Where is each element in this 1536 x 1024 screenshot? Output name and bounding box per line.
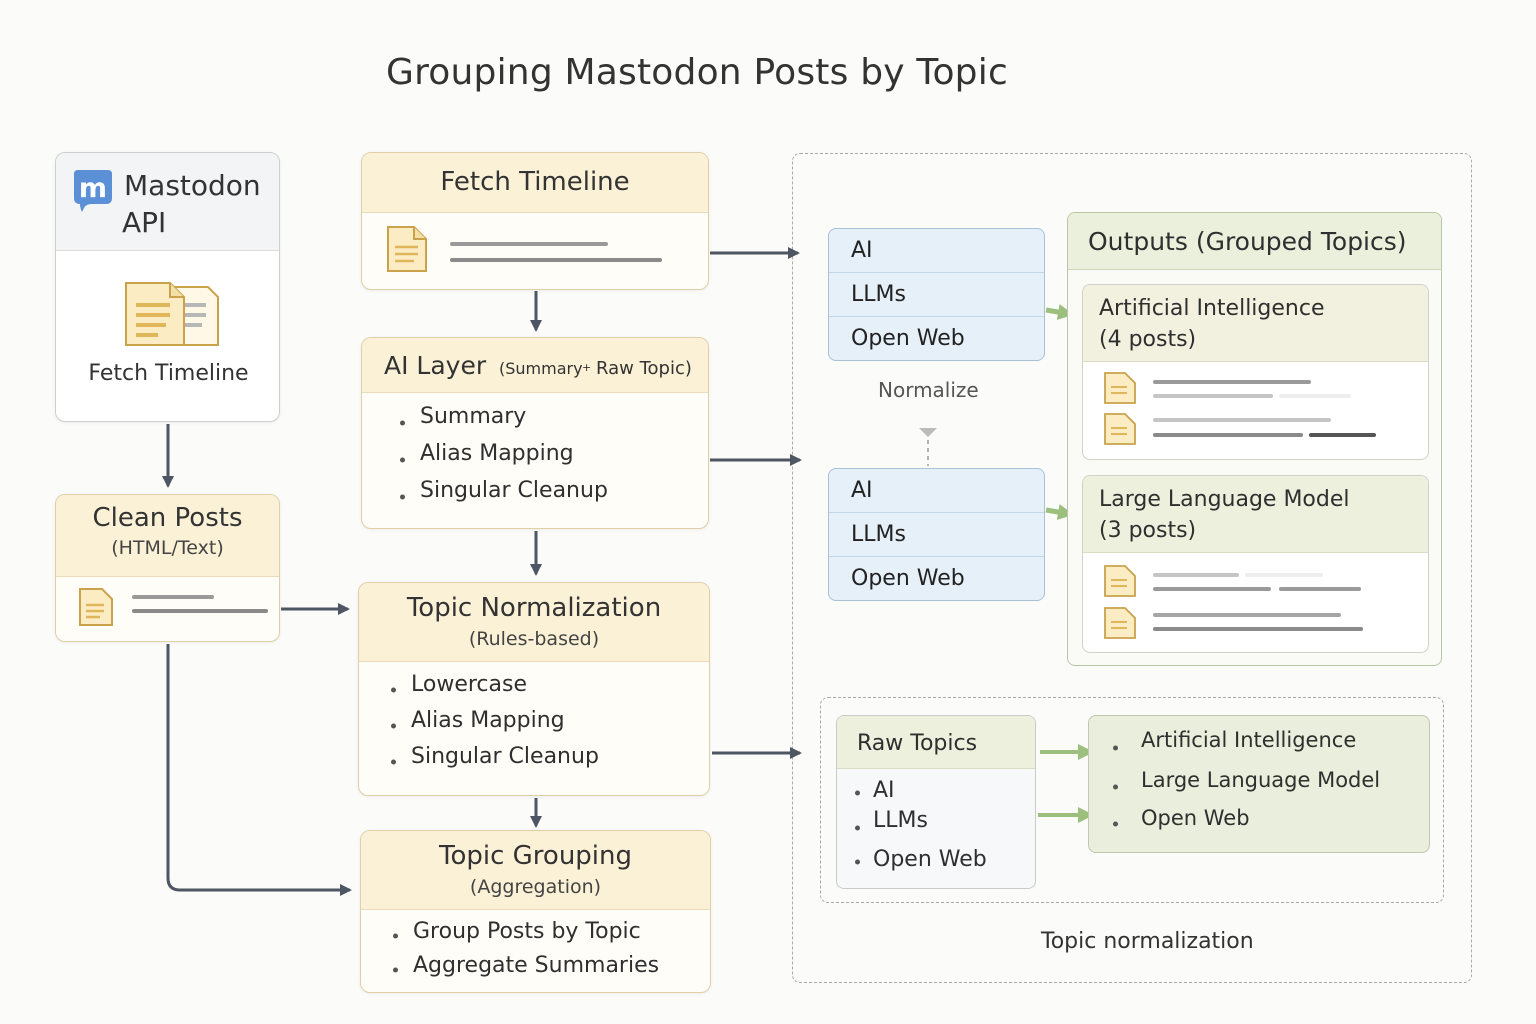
document-icon bbox=[1104, 607, 1136, 639]
list-item: AI bbox=[851, 778, 987, 808]
text-line bbox=[1153, 380, 1311, 384]
output-group-card: Artificial Intelligence (4 posts) bbox=[1082, 284, 1429, 460]
text-line bbox=[1153, 418, 1331, 422]
list-item: Group Posts by Topic bbox=[389, 919, 659, 953]
source-name: Mastodon bbox=[124, 169, 261, 202]
source-name-api: API bbox=[122, 206, 167, 239]
text-line bbox=[132, 595, 214, 599]
diagram-title: Grouping Mastodon Posts by Topic bbox=[386, 52, 1008, 93]
list-item: Open Web bbox=[851, 847, 987, 877]
list-item: Artificial Intelligence bbox=[1109, 728, 1380, 768]
ai-layer-box: AI Layer (Summary + Raw Topic) Summary A… bbox=[361, 337, 709, 529]
output-group-name: Artificial Intelligence bbox=[1099, 296, 1325, 321]
list-item: Open Web bbox=[1109, 806, 1380, 842]
raw-topic-item: AI bbox=[829, 469, 1044, 513]
raw-topic-item: LLMs bbox=[829, 273, 1044, 317]
mastodon-api-box: m Mastodon API Fetch Timeline bbox=[55, 152, 280, 422]
raw-topic-item: Open Web bbox=[851, 566, 965, 591]
list-item: Aggregate Summaries bbox=[389, 953, 659, 987]
text-line bbox=[1245, 573, 1323, 577]
text-line bbox=[450, 258, 662, 262]
list-item: Singular Cleanup bbox=[387, 744, 599, 780]
topic-grouping-title: Topic Grouping bbox=[438, 841, 633, 871]
document-icon bbox=[387, 226, 427, 272]
text-line bbox=[1309, 433, 1376, 437]
list-item: Lowercase bbox=[387, 672, 599, 708]
list-item: Alias Mapping bbox=[387, 708, 599, 744]
text-line bbox=[1153, 573, 1239, 577]
text-line bbox=[132, 609, 268, 613]
text-line bbox=[1153, 613, 1341, 617]
output-group-count: (3 posts) bbox=[1099, 518, 1197, 543]
panel-caption: Topic normalization bbox=[1041, 929, 1254, 954]
arrow-clean-to-grouping bbox=[166, 644, 352, 896]
topic-grouping-box: Topic Grouping (Aggregation) Group Posts… bbox=[360, 830, 711, 993]
normalized-topics-box: Artificial Intelligence Large Language M… bbox=[1088, 715, 1430, 853]
text-line bbox=[1153, 433, 1303, 437]
clean-posts-title: Clean Posts bbox=[92, 503, 243, 533]
output-group-card: Large Language Model (3 posts) bbox=[1082, 475, 1429, 653]
output-group-name: Large Language Model bbox=[1099, 487, 1350, 512]
list-item: Alias Mapping bbox=[396, 441, 608, 478]
topic-grouping-subtitle: (Aggregation) bbox=[469, 876, 602, 898]
raw-topic-item: AI bbox=[829, 229, 1044, 273]
fetch-timeline-box: Fetch Timeline bbox=[361, 152, 709, 290]
list-item: Singular Cleanup bbox=[396, 478, 608, 515]
topic-normalization-box: Topic Normalization (Rules-based) Lowerc… bbox=[358, 582, 710, 796]
source-caption: Fetch Timeline bbox=[88, 361, 249, 386]
text-line bbox=[1279, 587, 1361, 591]
document-icon bbox=[1104, 565, 1136, 597]
document-icon bbox=[1104, 413, 1136, 445]
clean-posts-subtitle: (HTML/Text) bbox=[111, 537, 224, 559]
svg-text:m: m bbox=[79, 173, 107, 204]
ai-layer-title: AI Layer bbox=[384, 351, 487, 380]
document-icon bbox=[79, 588, 113, 626]
outputs-title: Outputs (Grouped Topics) bbox=[1068, 213, 1441, 270]
ai-layer-subtitle-b: Raw Topic) bbox=[596, 358, 692, 379]
list-item: Summary bbox=[396, 404, 608, 441]
topic-panel bbox=[792, 153, 1472, 983]
raw-topic-item: LLMs bbox=[829, 513, 1044, 557]
text-line bbox=[450, 242, 608, 246]
raw-topic-item: Open Web bbox=[851, 326, 965, 351]
topic-normalization-subtitle: (Rules-based) bbox=[468, 628, 600, 650]
normalized-topics-list: Artificial Intelligence Large Language M… bbox=[1109, 728, 1380, 842]
topic-normalization-list: Lowercase Alias Mapping Singular Cleanup bbox=[387, 672, 599, 780]
output-group-count: (4 posts) bbox=[1099, 327, 1197, 352]
normalize-label: Normalize bbox=[878, 378, 979, 402]
text-line bbox=[1279, 394, 1351, 398]
documents-icon bbox=[125, 282, 219, 346]
ai-layer-list: Summary Alias Mapping Singular Cleanup bbox=[396, 404, 608, 515]
raw-topics-list: AI LLMs Open Web bbox=[851, 778, 987, 877]
raw-topics-box: Raw Topics AI LLMs Open Web bbox=[836, 715, 1036, 889]
document-icon bbox=[1104, 372, 1136, 404]
raw-topic-list-2: AI LLMs Open Web bbox=[828, 468, 1045, 601]
topic-normalization-region bbox=[820, 697, 1444, 903]
list-item: LLMs bbox=[851, 808, 987, 847]
clean-posts-box: Clean Posts (HTML/Text) bbox=[55, 494, 280, 642]
raw-topics-title: Raw Topics bbox=[837, 716, 1035, 769]
fetch-timeline-title: Fetch Timeline bbox=[362, 153, 708, 213]
list-item: Large Language Model bbox=[1109, 768, 1380, 806]
ai-layer-subtitle-plus: + bbox=[582, 361, 592, 374]
mastodon-logo-icon: m bbox=[74, 170, 112, 212]
ai-layer-subtitle-a: (Summary bbox=[499, 359, 583, 378]
topic-normalization-title: Topic Normalization bbox=[406, 593, 662, 623]
text-line bbox=[1153, 627, 1363, 631]
topic-grouping-list: Group Posts by Topic Aggregate Summaries bbox=[389, 919, 659, 987]
text-line bbox=[1153, 587, 1271, 591]
text-line bbox=[1153, 394, 1273, 398]
raw-topic-list-1: AI LLMs Open Web bbox=[828, 228, 1045, 361]
